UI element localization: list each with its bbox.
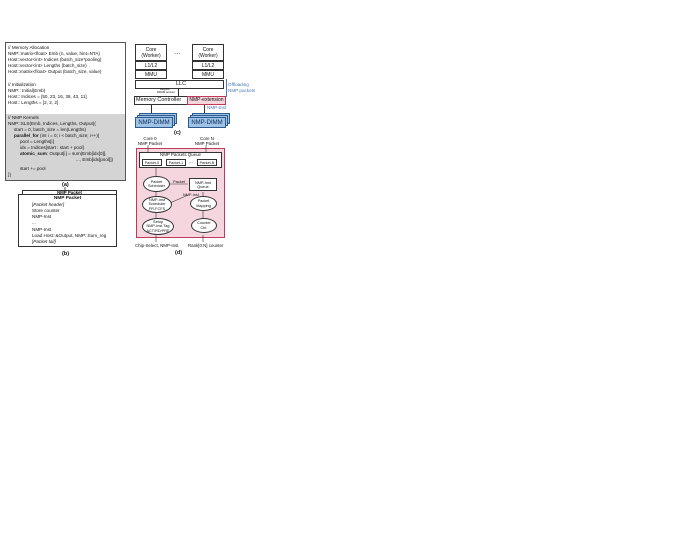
setup-tag: Setup NMP-Inst Tag ACT/RD/PRE xyxy=(142,218,174,235)
nmp-extension-label: NMP-extension xyxy=(189,97,224,103)
mmu-right: MMU xyxy=(192,70,224,79)
packet-title: NMP Packet xyxy=(53,196,82,201)
kernels-line1: NMP::SLS(Emb, Indices, Lengths, Output){ xyxy=(8,121,96,126)
label-b: (b) xyxy=(62,251,70,257)
init-line2: Host:: Indices = [50, 23, 16, 39, 43, 11… xyxy=(8,94,87,99)
nmp-extension-box xyxy=(187,96,226,105)
packet-card xyxy=(18,194,117,247)
dram-access-label: DRAM access xyxy=(157,90,175,94)
atomic-sum-keyword: atomic_sum xyxy=(20,151,47,156)
core0-label: Core 0 xyxy=(143,136,157,141)
out-left-label: Chip-Select, NMP-Inst xyxy=(135,243,179,248)
packet-line4: ... xyxy=(32,220,36,225)
label-d: (d) xyxy=(175,250,183,256)
inst-queue: NMP-Inst Queue xyxy=(189,178,217,191)
packet-line1: [Packet header] xyxy=(32,202,65,207)
label-c: (c) xyxy=(174,130,181,136)
llc-box xyxy=(135,80,224,89)
dram-arrow xyxy=(178,89,179,96)
parallel-for-rest: (int i = 0; i < batch_size; i++){ xyxy=(38,133,100,138)
mem-alloc-line3: Host::vector<int> Lengths (batch_size) xyxy=(8,63,87,68)
kernels-line9: }} xyxy=(8,172,12,177)
packet-back-title: NMP Packet xyxy=(56,190,83,195)
packet-1-slot: Packet-1 xyxy=(166,159,186,166)
memory-controller-label: Memory Controller xyxy=(136,97,182,103)
packet-arrow-label: Packet xyxy=(173,179,186,184)
atomic-sum-rest: : Output[i] = sum(Emb[idx[0]], xyxy=(46,151,107,156)
kernels-line6: atomic_sum: Output[i] = sum(Emb[idx[0]], xyxy=(20,151,106,157)
regular-label: Regular xyxy=(160,87,170,91)
dimm-arrow-left xyxy=(151,105,152,113)
l1l2-left: L1/L2 xyxy=(135,61,167,70)
offloading-label: Offloading xyxy=(228,82,249,87)
packet-n-slot: Packet-N xyxy=(197,159,217,166)
kernels-line4: pool = Lengths[i] xyxy=(20,139,54,144)
counter-ctrl: Counter Ctrl. xyxy=(191,218,217,233)
kernels-line5: idx = Indices[start : start + pool] xyxy=(20,145,84,150)
kernels-line8: start += pool xyxy=(20,166,46,171)
packet-mapping: Packet Mapping xyxy=(190,196,217,211)
inst-scheduler: NMP-Inst Scheduler FR-FCFS xyxy=(142,196,172,213)
packet-scheduler: Packet Scheduler xyxy=(143,176,170,192)
core-worker-left: Core (Worker) xyxy=(135,44,167,61)
core0-sub: NMP Packet xyxy=(137,141,163,146)
mmu-left: MMU xyxy=(135,70,167,79)
packet-line2: Store counter xyxy=(32,208,60,213)
kernel-highlight xyxy=(6,114,125,180)
packet-slot-dots: ... xyxy=(189,159,193,164)
coreN-label: Core N xyxy=(200,136,214,141)
packet-line6: Load Host::&Output, NMP::Sum_reg xyxy=(32,233,107,238)
packet-line7: [Packet tail] xyxy=(32,239,56,244)
kernels-line2: start = 0, batch_size = len(Lengths) xyxy=(14,127,87,132)
init-line1: NMP:: Initial(Emb) xyxy=(8,88,46,93)
kernels-line7: ..., Emb[idx[pool]]) xyxy=(76,157,114,162)
mem-alloc-comment: // Memory Allocation xyxy=(8,45,50,50)
mem-alloc-line2: Host::vector<int> Indices (batch_size*po… xyxy=(8,57,102,62)
l1l2-right: L1/L2 xyxy=(192,61,224,70)
nmp-inst-label: NMP-Inst xyxy=(207,105,227,110)
extension-flow-lines xyxy=(147,145,207,242)
llc-label: LLC xyxy=(176,81,187,87)
core-worker-right: Core (Worker) xyxy=(192,44,224,61)
packets-queue-title: NMP Packets Queue xyxy=(160,152,201,157)
dimm-right: NMP-DIMM xyxy=(188,117,226,128)
mem-alloc-line4: Host::matrix<float> Output (batch_size, … xyxy=(8,69,102,74)
kernels-comment: // NMP Kernels xyxy=(8,115,39,120)
nmp-inst-arrow-label: NMP-Inst xyxy=(183,193,199,197)
dimm-left: NMP-DIMM xyxy=(135,117,173,128)
packet-line5: NMP-Inst xyxy=(32,227,52,232)
label-a: (a) xyxy=(62,182,69,188)
init-line3: Host:: Lengths = [2, 2, 2] xyxy=(8,100,59,105)
kernels-line3: parallel_for (int i = 0; i < batch_size;… xyxy=(14,133,99,139)
parallel-for-keyword: parallel_for xyxy=(14,133,39,138)
coreN-sub: NMP Packet xyxy=(194,141,220,146)
packet-line3: NMP-Inst xyxy=(32,214,52,219)
offload-bypass-line xyxy=(226,79,227,97)
nmp-packets-label: NMP packets xyxy=(228,88,256,93)
dimm-arrow-right xyxy=(204,105,205,113)
out-right-label: Rank[0:N] counter xyxy=(188,243,224,248)
core-dots: ... xyxy=(175,50,181,56)
init-comment: // Initialization xyxy=(8,82,36,87)
packet-0-slot: Packet-0 xyxy=(142,159,162,166)
mem-alloc-line1: NMP::matrix<float> Emb (n, value, hint=N… xyxy=(8,51,100,56)
